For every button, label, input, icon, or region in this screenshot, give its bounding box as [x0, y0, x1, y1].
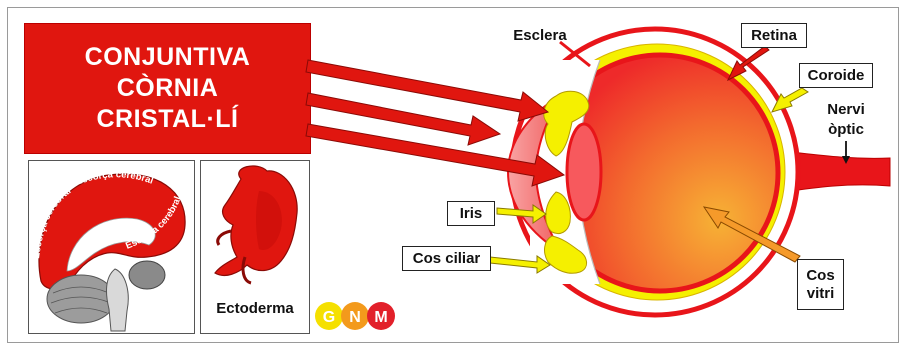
logo-letter-n: N	[349, 309, 361, 326]
label-esclera: Esclera	[505, 26, 575, 46]
gnm-logo: G N M	[315, 302, 395, 330]
label-cos-vitri: Cos vitri	[797, 259, 844, 310]
logo-letter-m: M	[374, 309, 387, 326]
label-nervi-optic: Nervi òptic	[818, 100, 874, 140]
logo-letter-g: G	[323, 309, 335, 326]
label-retina: Retina	[741, 23, 807, 48]
label-coroide: Coroide	[799, 63, 873, 88]
label-cos-ciliar: Cos ciliar	[402, 246, 491, 271]
lens	[567, 124, 601, 220]
label-cos-vitri-line1: Cos	[806, 267, 834, 285]
label-nervi-optic-line1: Nervi	[818, 100, 874, 120]
label-iris: Iris	[447, 201, 495, 226]
label-nervi-optic-line2: òptic	[818, 120, 874, 140]
label-cos-vitri-line2: vitri	[807, 285, 835, 303]
